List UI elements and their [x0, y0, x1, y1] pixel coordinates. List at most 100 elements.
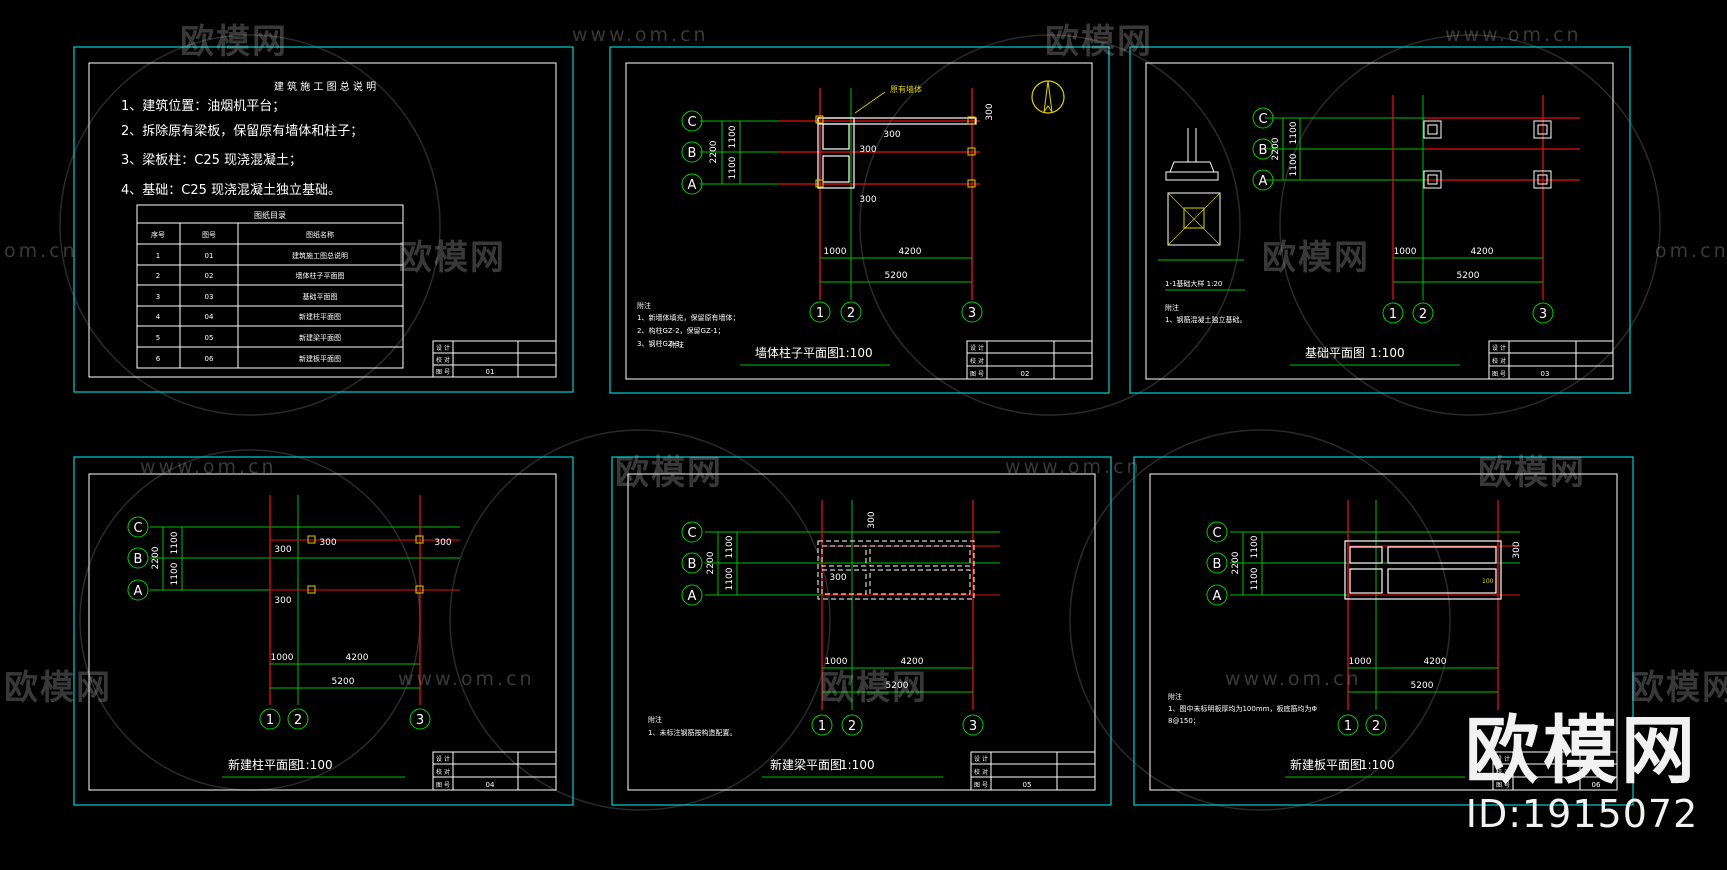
footing-markers — [1423, 120, 1552, 189]
tb-sheet-number: 01 — [486, 368, 495, 376]
dimension-text: 300 — [859, 145, 876, 155]
axis-label-1-bubble — [1382, 302, 1404, 324]
axis-label-C: C — [687, 115, 696, 130]
title-block — [432, 340, 557, 378]
watermark-circles — [59, 34, 1661, 811]
tb-row-label: 校 对 — [436, 768, 450, 776]
dimension-text: 1000 — [824, 247, 847, 257]
sheet-title: 建 筑 施 工 图 总 说 明 — [274, 80, 376, 93]
column-markers — [307, 535, 424, 594]
axis-label-B-bubble — [1252, 138, 1274, 160]
table-cell: 新建柱平面图 — [299, 312, 341, 321]
axis-label-A: A — [1213, 589, 1222, 604]
sheet-frame-inner — [627, 473, 1096, 791]
drawing-title: 新建柱平面图 — [228, 757, 300, 772]
grid-axes — [1265, 95, 1580, 300]
sheet-frame-outer — [609, 46, 1110, 394]
dimension-text: 1000 — [825, 657, 848, 667]
axis-label-1-bubble — [259, 708, 281, 730]
drawing-scale: 1:100 — [298, 758, 333, 772]
table-cell: 基础平面图 — [303, 292, 338, 301]
axis-label-B-bubble — [127, 547, 149, 569]
dimension-text: 1100 — [725, 567, 735, 590]
dimension-text: 300 — [274, 545, 291, 555]
table-cell: 01 — [205, 252, 214, 260]
axis-label-A-bubble — [127, 579, 149, 601]
table-cell: 建筑施工图总说明 — [292, 251, 348, 260]
table-cell: 新建板平面图 — [299, 354, 341, 363]
drawing-scale: 1:100 — [838, 346, 873, 360]
table-header-cell: 序号 — [151, 230, 165, 239]
table-cell: 6 — [156, 355, 161, 363]
table-caption: 图纸目录 — [254, 210, 286, 220]
axis-label-B: B — [134, 552, 143, 567]
title-block — [966, 340, 1093, 380]
axis-label-2-bubble — [1365, 714, 1387, 736]
axis-label-B-bubble — [1206, 552, 1228, 574]
axis-label-2: 2 — [1372, 719, 1380, 734]
grid-axes — [1230, 500, 1520, 710]
axis-label-C: C — [1212, 526, 1221, 541]
drawing-title: 基础平面图 — [1305, 346, 1365, 360]
note-line: 附注 — [1168, 692, 1182, 701]
axis-label-3: 3 — [969, 719, 977, 734]
dimension-text: 1100 — [1289, 153, 1299, 176]
drawing-scale: 1:100 — [1370, 346, 1405, 360]
axis-label-C-bubble — [681, 521, 703, 543]
axis-label-A: A — [134, 584, 143, 599]
axis-label-B: B — [1259, 143, 1268, 158]
sheet-frame-inner — [625, 62, 1093, 380]
table-cell: 06 — [205, 355, 214, 363]
axis-label-2: 2 — [847, 306, 855, 321]
note-line: 1、未标注钢筋按构造配置。 — [648, 728, 736, 737]
dimension-text: 2200 — [709, 140, 719, 163]
dimension-text: 5200 — [886, 681, 909, 691]
table-cell: 1 — [156, 252, 160, 260]
sheet-01-general-notes: 建 筑 施 工 图 总 说 明 1、建筑位置：油烟机平台； 2、拆除原有梁板，保… — [73, 46, 574, 393]
dimension-text: 4200 — [901, 657, 924, 667]
tb-row-label: 校 对 — [436, 356, 450, 364]
axis-label-2-bubble — [1412, 302, 1434, 324]
axis-label-2: 2 — [848, 719, 856, 734]
callout-label: 原有墙体 — [890, 84, 922, 94]
table-cell: 2 — [156, 272, 160, 280]
dimension-text: 1100 — [1250, 567, 1260, 590]
dimension-text: 300 — [274, 596, 291, 606]
note-line: 1、图中未标明板厚均为100mm，板底筋均为Φ — [1168, 704, 1317, 713]
dimension-text: 300 — [859, 195, 876, 205]
dimension-text: 4200 — [1471, 247, 1494, 257]
tb-row-label: 设 计 — [436, 344, 450, 352]
axis-label-1-bubble — [1337, 714, 1359, 736]
brand-mark-id: ID:1915072 — [1465, 792, 1699, 836]
axis-label-A: A — [688, 178, 697, 193]
note-line: 附注 — [1165, 303, 1179, 312]
tb-row-label: 设 计 — [1496, 755, 1510, 763]
axis-label-B: B — [688, 557, 697, 572]
note-line: 1、建筑位置：油烟机平台； — [121, 98, 285, 114]
sheet-frame-outer — [73, 456, 574, 806]
dimension-text: 300 — [319, 538, 336, 548]
axis-label-A: A — [1259, 174, 1268, 189]
axis-label-C-bubble — [1252, 107, 1274, 129]
note-line: 2、构柱GZ-2，保留GZ-1； — [637, 326, 725, 335]
sheet-frame-inner — [88, 62, 557, 378]
dimension-text: 5200 — [1411, 681, 1434, 691]
drawing-index-table — [136, 204, 404, 369]
sheet-frame-outer — [611, 456, 1112, 806]
note-line: 附注 — [648, 715, 662, 724]
axis-label-B: B — [688, 146, 697, 161]
axis-label-2-bubble — [841, 714, 863, 736]
tb-row-label: 图 号 — [974, 782, 988, 789]
callout-leader — [854, 91, 886, 114]
tb-sheet-number: 05 — [1023, 781, 1032, 789]
note-line: 2、拆除原有梁板，保留原有墙体和柱子； — [121, 124, 363, 139]
dimension-text: 5200 — [332, 677, 355, 687]
axis-label-3: 3 — [968, 306, 976, 321]
dimension-text: 1100 — [728, 125, 738, 148]
axis-label-1: 1 — [1389, 307, 1397, 322]
brand-mark: 欧模网 ID:1915072 — [1465, 714, 1699, 836]
